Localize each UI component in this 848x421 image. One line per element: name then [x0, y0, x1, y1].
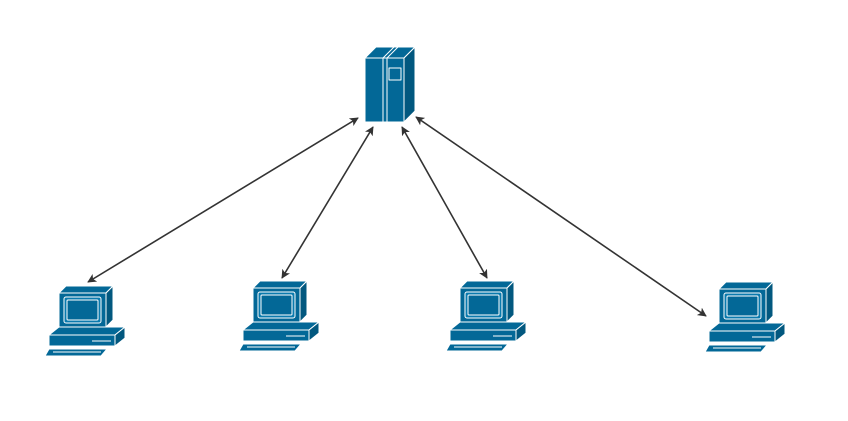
link-server-pc4	[415, 116, 707, 317]
link-server-pc1	[87, 117, 359, 283]
desktop-computer-icon	[704, 281, 786, 353]
desktop-computer-icon	[44, 285, 126, 357]
link-server-pc3	[401, 126, 488, 279]
link-server-pc2	[281, 126, 374, 279]
desktop-computer-icon	[238, 280, 320, 352]
nodes-layer	[44, 46, 786, 357]
links-layer	[87, 116, 707, 317]
server-tower-icon	[364, 46, 416, 123]
desktop-computer-icon	[445, 280, 527, 352]
